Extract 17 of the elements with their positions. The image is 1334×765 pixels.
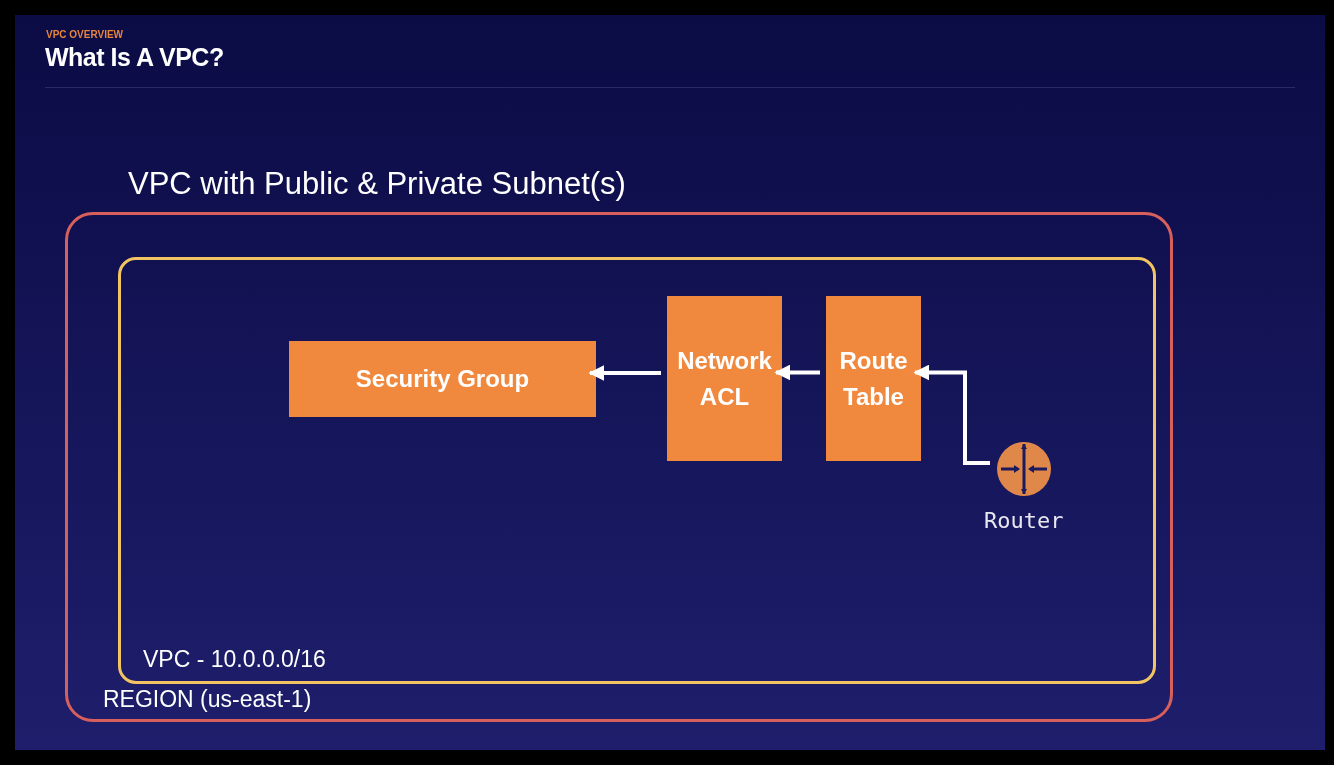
box-label: Security Group — [355, 364, 530, 394]
region-label: REGION (us-east-1) — [103, 686, 312, 713]
box-label: Route Table — [838, 345, 909, 412]
component-box — [667, 296, 782, 461]
region-boundary — [65, 212, 1173, 722]
component-box — [289, 341, 596, 417]
diagram-heading: VPC with Public & Private Subnet(s) — [128, 166, 626, 202]
arrow — [913, 364, 990, 465]
router-label: Router — [984, 508, 1064, 533]
arrow — [588, 365, 661, 381]
component-box — [826, 296, 921, 461]
arrow — [774, 364, 820, 381]
vpc-boundary — [118, 257, 1156, 684]
slide-title: What Is A VPC? — [45, 43, 224, 72]
section-label: VPC OVERVIEW — [46, 29, 124, 40]
vpc-label: VPC - 10.0.0.0/16 — [143, 646, 326, 673]
box-label: Network ACL — [676, 345, 773, 412]
